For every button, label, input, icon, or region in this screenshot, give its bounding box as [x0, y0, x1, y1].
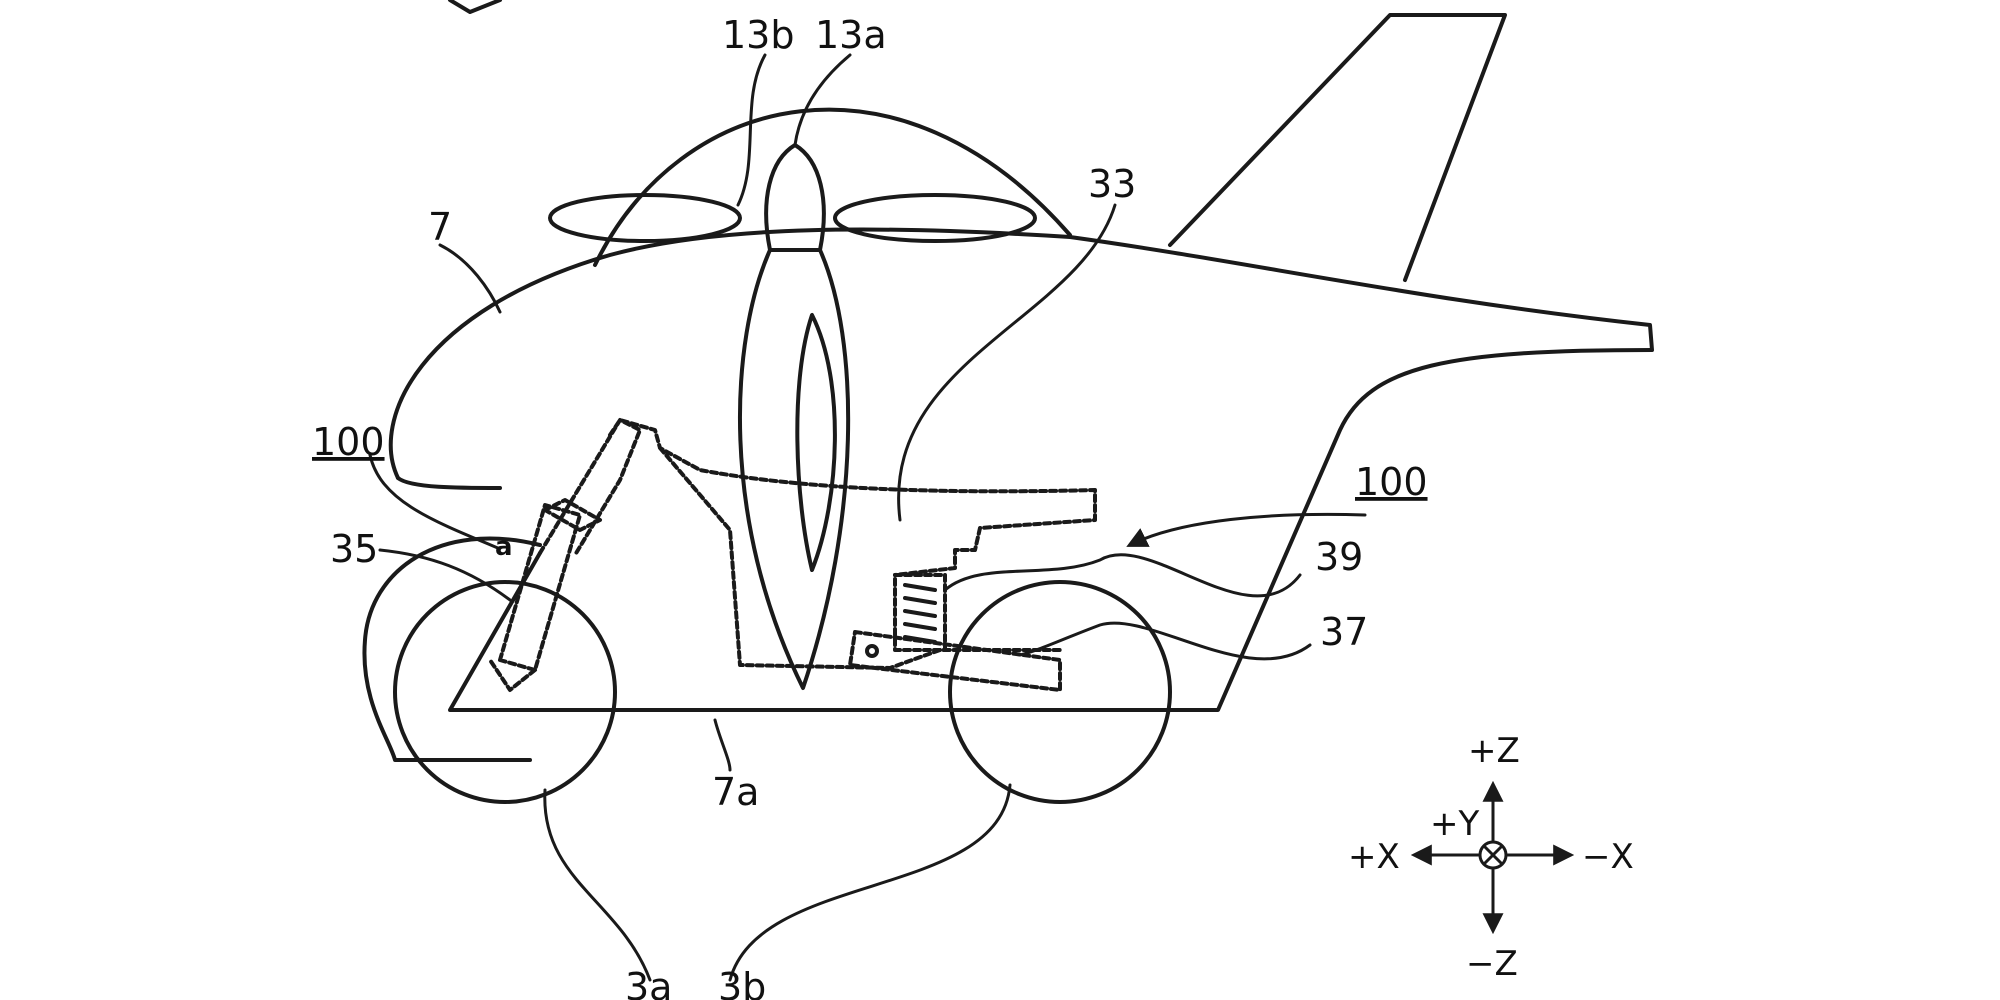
- label-13b: 13b: [722, 13, 794, 57]
- leader-33: [897, 203, 1117, 522]
- axis-minus-z: −Z: [1466, 944, 1518, 984]
- rear-spring: [893, 573, 947, 652]
- coordinate-axes: +Z −Z +X −X +Y: [1348, 731, 1634, 984]
- label-a: a: [495, 532, 513, 562]
- label-39: 39: [1315, 535, 1363, 579]
- leader-13b: [736, 53, 767, 207]
- swing-arm: [848, 630, 1062, 692]
- front-fender: [362, 536, 542, 762]
- propeller-blade-vertical: [737, 248, 851, 690]
- leader-35: [378, 548, 512, 602]
- label-3b: 3b: [718, 965, 766, 1000]
- label-35: 35: [330, 527, 378, 571]
- body-shell: [388, 227, 1654, 712]
- leader-3a: [543, 788, 652, 982]
- leader-100-left: [368, 453, 500, 550]
- leader-7a: [713, 718, 732, 772]
- front-wheel: [393, 580, 617, 804]
- body-bottom-line: [396, 476, 502, 490]
- axis-plus-y: +Y: [1430, 804, 1479, 844]
- leader-3b: [728, 783, 1012, 982]
- rear-wheel: [948, 580, 1172, 804]
- label-7: 7: [428, 205, 452, 249]
- front-fork: [488, 498, 602, 692]
- propeller-blade-inner: [795, 313, 837, 572]
- axis-plus-z: +Z: [1468, 731, 1520, 771]
- canopy-dome: [593, 107, 1072, 267]
- leader-7: [438, 243, 502, 314]
- label-33: 33: [1088, 162, 1136, 206]
- label-13a: 13a: [815, 13, 887, 57]
- tail-fin: [1168, 13, 1507, 282]
- label-7a: 7a: [712, 770, 759, 814]
- label-37: 37: [1320, 610, 1368, 654]
- leader-13a: [793, 53, 852, 147]
- axis-minus-x: −X: [1582, 837, 1634, 877]
- axis-plus-x: +X: [1348, 837, 1400, 877]
- leader-39: [943, 553, 1302, 598]
- vehicle-frame: [538, 418, 1097, 670]
- label-100-left: 100: [312, 420, 385, 464]
- propeller-hub: [764, 143, 826, 252]
- leader-37: [1018, 621, 1312, 661]
- rotor-blade-left: [548, 193, 742, 243]
- rotor-blade-right: [833, 193, 1037, 243]
- leader-100-right: [1126, 512, 1367, 547]
- label-3a: 3a: [625, 965, 672, 1000]
- label-100-right: 100: [1355, 460, 1428, 504]
- swing-arm-pivot: [865, 644, 879, 658]
- top-arrow-remnant: [448, 0, 502, 14]
